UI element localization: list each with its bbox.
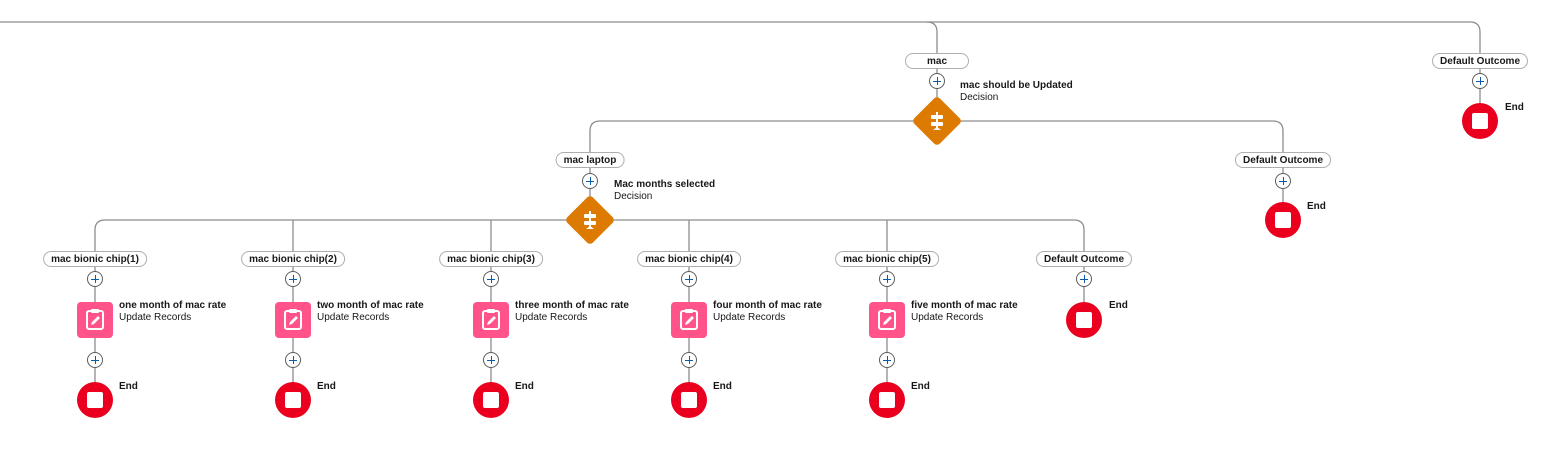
outcome-mac[interactable]: mac <box>905 53 969 69</box>
update-records-icon <box>482 309 500 330</box>
update-records-icon <box>680 309 698 330</box>
update-label: five month of mac rate Update Records <box>911 300 1018 324</box>
end-label: End <box>1505 102 1524 113</box>
outcome-default-top[interactable]: Default Outcome <box>1431 53 1529 69</box>
decision-label: mac should be Updated Decision <box>960 80 1073 104</box>
update-title: three month of mac rate <box>515 300 629 311</box>
add-element-button[interactable] <box>87 352 103 368</box>
add-element-button[interactable] <box>681 271 697 287</box>
update-records-icon <box>878 309 896 330</box>
update-records-node[interactable] <box>77 302 113 338</box>
decision-mac-months-selected[interactable] <box>564 194 616 246</box>
update-records-icon <box>284 309 302 330</box>
add-element-button[interactable] <box>1076 271 1092 287</box>
end-label: End <box>515 381 534 392</box>
add-element-button[interactable] <box>929 73 945 89</box>
update-records-node[interactable] <box>869 302 905 338</box>
add-element-button[interactable] <box>483 352 499 368</box>
decision-mac-should-be-updated[interactable] <box>911 95 963 147</box>
update-type: Update Records <box>911 312 984 323</box>
end-label: End <box>317 381 336 392</box>
add-element-button[interactable] <box>285 352 301 368</box>
add-element-button[interactable] <box>1472 73 1488 89</box>
end-label: End <box>1307 201 1326 212</box>
end-node[interactable] <box>1462 103 1498 139</box>
add-element-button[interactable] <box>879 352 895 368</box>
decision-label: Mac months selected Decision <box>614 179 715 203</box>
add-element-button[interactable] <box>1275 173 1291 189</box>
decision-icon <box>584 211 596 229</box>
update-records-node[interactable] <box>671 302 707 338</box>
update-label: two month of mac rate Update Records <box>317 300 424 324</box>
end-node[interactable] <box>473 382 509 418</box>
decision-icon <box>931 112 943 130</box>
outcome-mac-laptop[interactable]: mac laptop <box>555 152 625 168</box>
end-label: End <box>1109 300 1128 311</box>
add-element-button[interactable] <box>879 271 895 287</box>
update-title: one month of mac rate <box>119 300 227 311</box>
update-title: two month of mac rate <box>317 300 424 311</box>
update-title: four month of mac rate <box>713 300 822 311</box>
outcome-mac-bionic-chip-2[interactable]: mac bionic chip(2) <box>241 251 345 267</box>
update-records-node[interactable] <box>275 302 311 338</box>
add-element-button[interactable] <box>582 173 598 189</box>
update-records-icon <box>86 309 104 330</box>
outcome-mac-bionic-chip-3[interactable]: mac bionic chip(3) <box>439 251 543 267</box>
end-node[interactable] <box>77 382 113 418</box>
add-element-button[interactable] <box>87 271 103 287</box>
outcome-mac-bionic-chip-1[interactable]: mac bionic chip(1) <box>43 251 147 267</box>
update-records-node[interactable] <box>473 302 509 338</box>
outcome-default-mid[interactable]: Default Outcome <box>1234 152 1332 168</box>
update-label: three month of mac rate Update Records <box>515 300 629 324</box>
update-type: Update Records <box>119 312 192 323</box>
end-node[interactable] <box>1066 302 1102 338</box>
add-element-button[interactable] <box>681 352 697 368</box>
outcome-mac-bionic-chip-4[interactable]: mac bionic chip(4) <box>637 251 741 267</box>
end-node[interactable] <box>1265 202 1301 238</box>
end-node[interactable] <box>275 382 311 418</box>
end-label: End <box>713 381 732 392</box>
add-element-button[interactable] <box>285 271 301 287</box>
end-node[interactable] <box>671 382 707 418</box>
end-label: End <box>119 381 138 392</box>
update-title: five month of mac rate <box>911 300 1018 311</box>
outcome-mac-bionic-chip-5[interactable]: mac bionic chip(5) <box>835 251 939 267</box>
add-element-button[interactable] <box>483 271 499 287</box>
update-label: one month of mac rate Update Records <box>119 300 226 324</box>
end-label: End <box>911 381 930 392</box>
update-label: four month of mac rate Update Records <box>713 300 822 324</box>
decision-type: Decision <box>960 92 999 103</box>
update-type: Update Records <box>317 312 390 323</box>
update-type: Update Records <box>713 312 786 323</box>
decision-type: Decision <box>614 191 653 202</box>
update-type: Update Records <box>515 312 588 323</box>
decision-title: mac should be Updated <box>960 80 1073 91</box>
end-node[interactable] <box>869 382 905 418</box>
outcome-default-bottom[interactable]: Default Outcome <box>1035 251 1133 267</box>
decision-title: Mac months selected <box>614 179 716 190</box>
